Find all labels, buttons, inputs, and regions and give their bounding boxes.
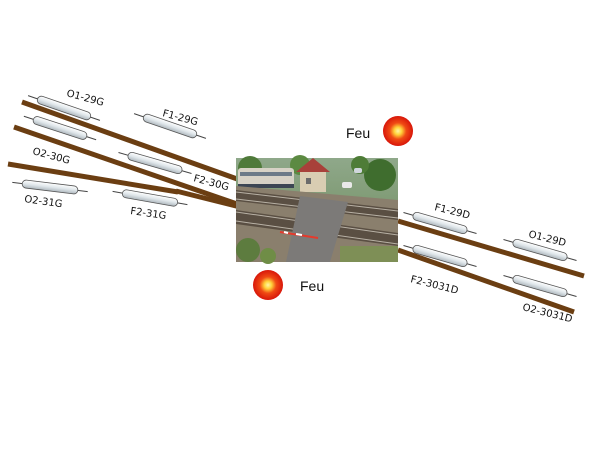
sensor-f2-31g (112, 189, 188, 207)
sensor-label-o2-30g: O2-30G (31, 146, 71, 167)
sensor-label-f2-3031d: F2-3031D (409, 274, 459, 297)
red-signal-light-icon (253, 270, 283, 300)
sensor-f2-3031d (403, 244, 477, 268)
track-o1-29g (21, 99, 241, 183)
sensor-label-o2-31g: O2-31G (24, 194, 63, 210)
track-branch-31g (175, 188, 241, 210)
sensor-o2-3031d (503, 274, 577, 298)
sensor-label-o2-3031d: O2-3031D (521, 302, 573, 325)
sensor-f2-30g (118, 151, 192, 175)
sensor-o1-29d (503, 238, 577, 262)
sensor-o2-30g (23, 115, 97, 141)
red-signal-light-icon (383, 116, 413, 146)
track-o2-30g (13, 124, 241, 208)
sensor-f1-29d (403, 211, 477, 235)
track-o2-31g (7, 161, 179, 195)
signal-top-label: Feu (346, 125, 370, 141)
signal-bottom: Feu (253, 270, 324, 300)
level-crossing-photo (235, 155, 399, 264)
track-1-right (397, 218, 585, 279)
signal-bottom-label: Feu (300, 278, 324, 294)
sensor-o2-31g (12, 179, 88, 195)
track-group-left (7, 99, 241, 210)
sensor-o1-29g (27, 95, 101, 121)
signal-top: Feu (346, 116, 413, 146)
sensor-label-f2-31g: F2-31G (130, 206, 167, 222)
track-2-right (397, 247, 575, 315)
sensor-f1-29g (133, 113, 207, 139)
sensor-label-o1-29g: O1-29G (65, 88, 105, 109)
track-group-right (397, 218, 585, 315)
